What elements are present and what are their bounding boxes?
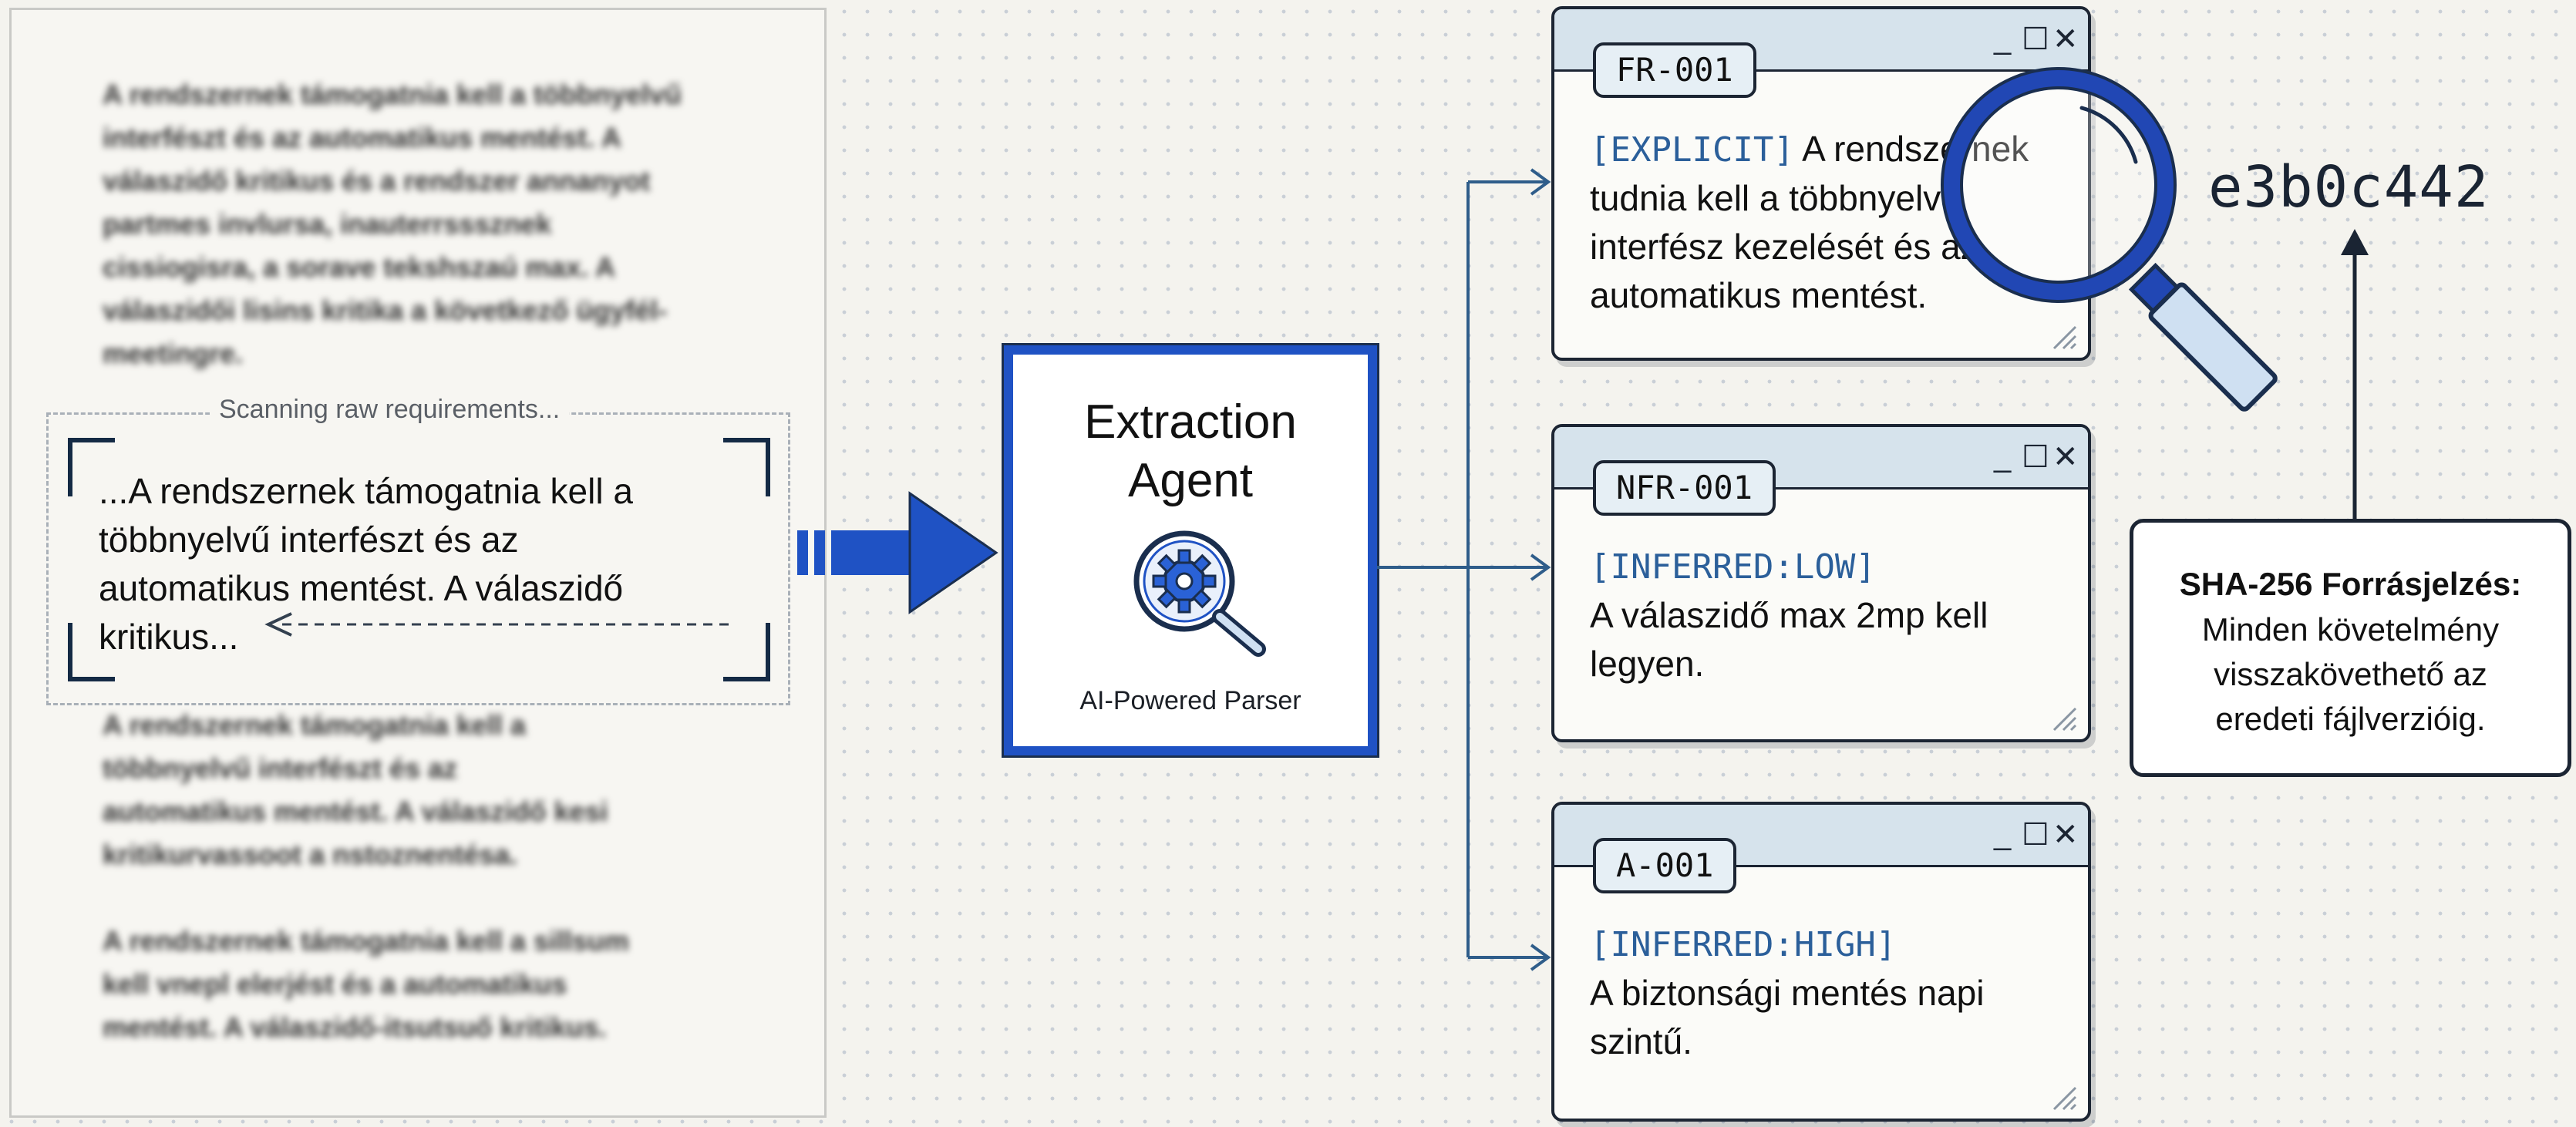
scan-corner-bottom-left [68, 623, 115, 681]
snippet-line: kritikus... [99, 617, 239, 657]
doc-line: interfészt és az automatikus mentést. A [103, 122, 621, 153]
agent-title-line: Agent [1127, 454, 1254, 507]
doc-line: partmes invlursa, inauterrsssznek [103, 208, 552, 240]
gear-magnifier-icon [1133, 530, 1266, 657]
requirement-window-fr-001[interactable]: _ ☐ ✕ FR-001 [EXPLICIT] A rendszernek tu… [1551, 6, 2091, 361]
close-icon[interactable]: ✕ [2052, 440, 2079, 474]
doc-line: kell vnepl elerjést és a automatikus [103, 968, 567, 1000]
snippet-line: ...A rendszernek támogatnia kell a [99, 471, 633, 511]
minimize-icon[interactable]: _ [1994, 22, 2012, 56]
source-document: A rendszernek támogatnia kell a többnyel… [9, 8, 827, 1118]
requirement-tag: [INFERRED:HIGH] [1590, 925, 1897, 964]
provenance-body: Minden követelmény visszakövethető az er… [2133, 607, 2568, 742]
scan-return-arrow [264, 612, 729, 637]
requirement-window-a-001[interactable]: _ ☐ ✕ A-001 [INFERRED:HIGH] A biztonsági… [1551, 802, 2091, 1122]
up-arrow-icon [2341, 229, 2369, 520]
requirement-tag: [EXPLICIT] [1590, 130, 1794, 170]
requirement-text: [EXPLICIT] A rendszernek tudnia kell a t… [1590, 125, 2065, 320]
agent-subtitle: AI-Powered Parser [1079, 686, 1301, 715]
agent-title-line: Extraction [1084, 395, 1297, 449]
doc-line: A rendszernek támogatnia kell a sillsum [103, 925, 629, 957]
provenance-card: SHA-256 Forrásjelzés: Minden követelmény… [2130, 519, 2571, 777]
requirement-id: FR-001 [1593, 42, 1756, 98]
snippet-line: többnyelvű interfészt és az [99, 520, 519, 560]
doc-line: többnyelvű interfészt és az [103, 752, 458, 784]
connector-lines [1377, 168, 1551, 971]
blurred-paragraph-3: A rendszernek támogatnia kell a sillsum … [103, 920, 629, 1049]
doc-line: meetingre. [103, 338, 244, 369]
magnifier-icon [1941, 67, 2278, 412]
doc-line: automatikus mentést. A válaszidő kesi [103, 796, 608, 827]
doc-line: válaszidői lisins kritika a következő üg… [103, 294, 668, 326]
doc-line: kritikurvassoot a nstoznentésa. [103, 839, 518, 870]
extraction-agent-box: Extraction Agent AI-Powered Parser [1002, 343, 1379, 758]
scan-corner-top-right [723, 438, 770, 496]
provenance-title: SHA-256 Forrásjelzés: [2179, 566, 2522, 602]
resize-grip-icon[interactable] [2049, 704, 2077, 732]
agent-title: Extraction Agent [1013, 393, 1368, 510]
scan-corner-bottom-right [723, 623, 770, 681]
maximize-icon[interactable]: ☐ [2022, 22, 2049, 56]
scan-label: Scanning raw requirements... [210, 395, 570, 425]
doc-line: cissiogisra, a sorave tekshszaú max. A [103, 251, 616, 283]
requirement-tag: [INFERRED:LOW] [1590, 547, 1876, 587]
doc-line: A rendszernek támogatnia kell a többnyel… [103, 79, 682, 110]
requirement-text: [INFERRED:LOW] A válaszidő max 2mp kell … [1590, 543, 2065, 688]
maximize-icon[interactable]: ☐ [2022, 440, 2049, 474]
requirement-body: A válaszidő max 2mp kell legyen. [1590, 595, 1988, 684]
requirement-id: NFR-001 [1593, 460, 1776, 516]
provenance-line: eredeti fájlverzióig. [2215, 701, 2486, 737]
requirement-text: [INFERRED:HIGH] A biztonsági mentés napi… [1590, 920, 2065, 1066]
requirement-body: A biztonsági mentés napi szintű. [1590, 973, 1985, 1061]
flow-arrow-icon [797, 491, 998, 614]
blurred-paragraph-2: A rendszernek támogatnia kell a többnyel… [103, 704, 608, 876]
minimize-icon[interactable]: _ [1994, 439, 2012, 473]
maximize-icon[interactable]: ☐ [2022, 818, 2049, 852]
minimize-icon[interactable]: _ [1994, 817, 2012, 851]
highlighted-snippet: ...A rendszernek támogatnia kell a többn… [99, 467, 633, 661]
provenance-line: visszakövethető az [2214, 656, 2487, 692]
provenance-line: Minden követelmény [2201, 611, 2500, 648]
scan-corner-top-left [68, 438, 115, 496]
requirement-body: A rendszernek tudnia kell a többnyelvű i… [1590, 129, 2029, 315]
blurred-paragraph-1: A rendszernek támogatnia kell a többnyel… [103, 73, 682, 375]
hash-value: e3b0c442 [2208, 154, 2490, 220]
snippet-line: automatikus mentést. A válaszidő [99, 568, 624, 608]
requirement-window-nfr-001[interactable]: _ ☐ ✕ NFR-001 [INFERRED:LOW] A válaszidő… [1551, 424, 2091, 742]
doc-line: mentést. A válaszidő-itsutsuő kritikus. [103, 1011, 607, 1043]
doc-line: válaszidő kritikus és a rendszer annanyo… [103, 165, 651, 197]
close-icon[interactable]: ✕ [2052, 22, 2079, 56]
requirement-id: A-001 [1593, 838, 1737, 893]
close-icon[interactable]: ✕ [2052, 818, 2079, 852]
resize-grip-icon[interactable] [2049, 1083, 2077, 1111]
doc-line: A rendszernek támogatnia kell a [103, 709, 526, 741]
resize-grip-icon[interactable] [2049, 322, 2077, 350]
